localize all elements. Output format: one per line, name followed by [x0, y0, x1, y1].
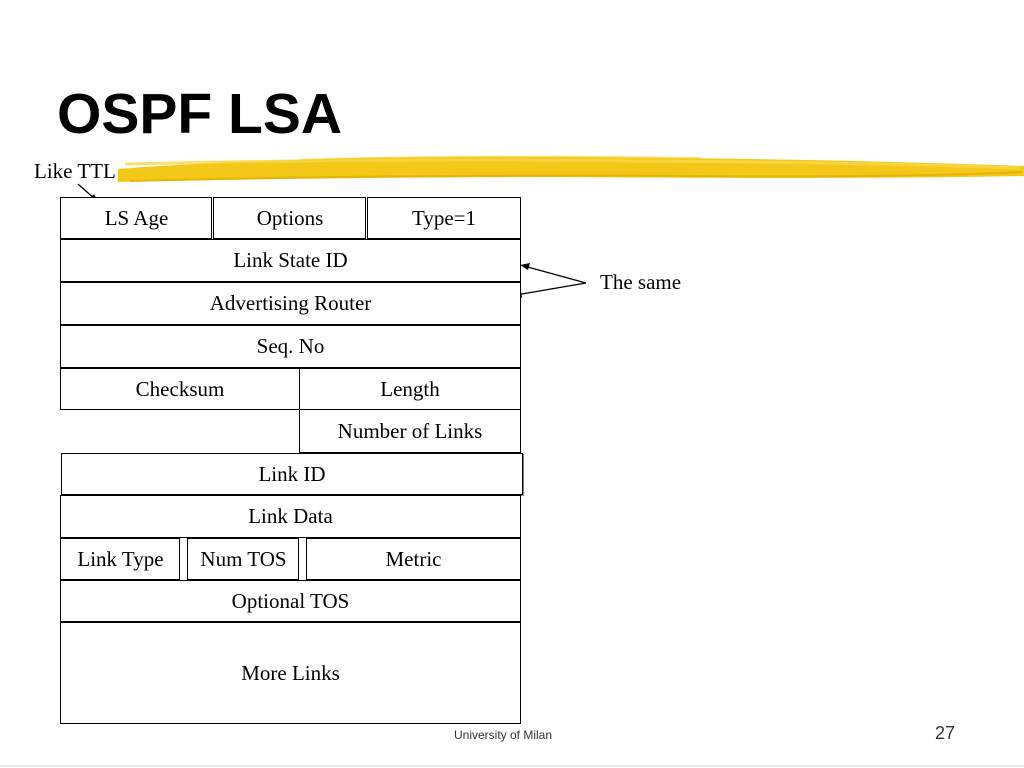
optional-tos-field: Optional TOS	[60, 580, 521, 622]
ls-age-field: LS Age	[60, 197, 213, 239]
length-field: Length	[299, 368, 521, 410]
link-id-field: Link ID	[61, 453, 523, 495]
the-same-arrows	[512, 263, 587, 298]
footer-institution: University of Milan	[454, 728, 553, 742]
checksum-field: Checksum	[60, 368, 300, 410]
slide-title: OSPF LSA	[57, 82, 343, 146]
page-number: 27	[935, 723, 956, 743]
like-ttl-label: Like TTL	[34, 159, 116, 183]
num-tos-field: Num TOS	[187, 538, 300, 580]
type-field: Type=1	[367, 197, 521, 239]
number-of-links-field: Number of Links	[299, 410, 521, 453]
link-type-field: Link Type	[60, 538, 181, 580]
more-links-field: More Links	[60, 622, 521, 724]
footer-divider	[0, 765, 1024, 767]
metric-field: Metric	[306, 538, 521, 580]
link-data-field: Link Data	[60, 495, 521, 538]
title-underline-stroke	[118, 155, 1024, 182]
advertising-router-field: Advertising Router	[60, 282, 521, 325]
the-same-label: The same	[600, 270, 682, 294]
options-field: Options	[213, 197, 367, 239]
seq-no-field: Seq. No	[60, 325, 521, 368]
link-state-id-field: Link State ID	[60, 239, 521, 282]
